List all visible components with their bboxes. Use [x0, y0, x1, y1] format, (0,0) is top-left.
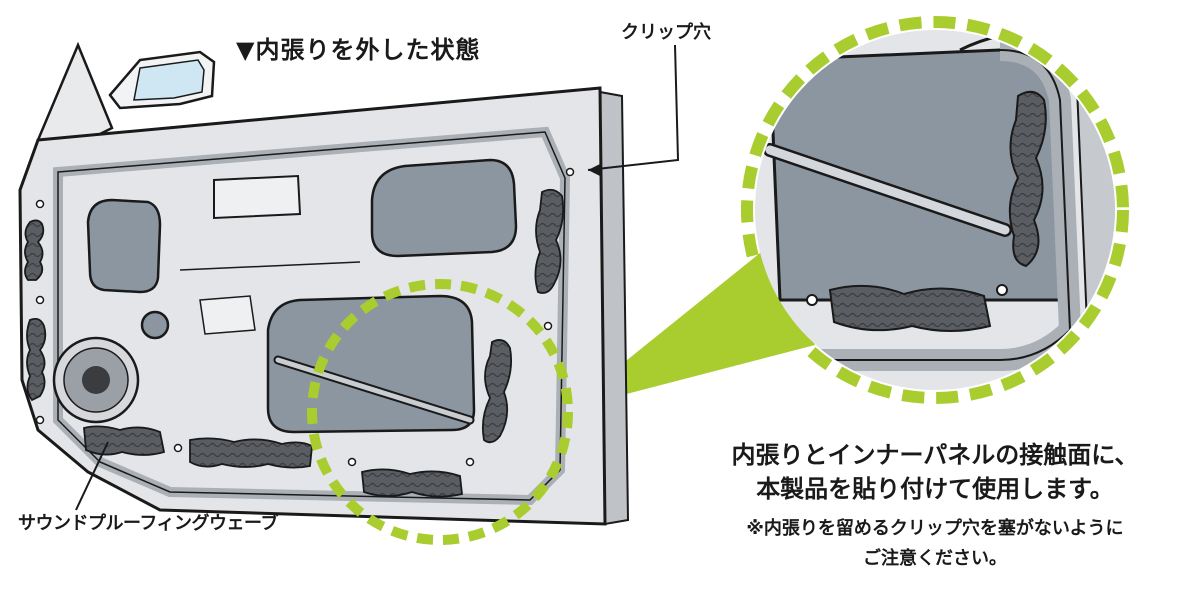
sound-wave-label: サウンドプルーフィングウェーブ — [18, 513, 278, 534]
clip-holes — [35, 167, 575, 467]
clip-hole-label: クリップ穴 — [621, 22, 711, 43]
sub-note-line-1: ※内張りを留めるクリップ穴を塞がないように — [746, 518, 1124, 539]
main-note-line-1: 内張りとインナーパネルの接触面に、 — [731, 441, 1139, 469]
side-mirror — [108, 50, 216, 110]
service-hole-left — [86, 198, 162, 294]
sub-note-line-2: ご注意ください。 — [863, 548, 1007, 569]
speaker — [52, 336, 140, 424]
sound-wave-leader — [75, 441, 109, 511]
service-hole-top-right — [370, 158, 518, 258]
diagram-title: ▼内張りを外した状態 — [236, 36, 481, 64]
zoom-indicator-large — [741, 16, 1129, 404]
main-note: 内張りとインナーパネルの接触面に、 本製品を貼り付けて使用します。 — [700, 438, 1170, 506]
small-hole — [140, 310, 170, 340]
clip-hole-leader — [587, 44, 680, 171]
zoom-indicator-small — [307, 279, 573, 545]
callout-wedge — [565, 245, 815, 410]
window-pillar — [36, 41, 114, 142]
sub-note: ※内張りを留めるクリップ穴を塞がないように ご注意ください。 — [680, 514, 1190, 574]
sound-pads — [24, 188, 565, 498]
main-note-line-2: 本製品を貼り付けて使用します。 — [756, 475, 1114, 503]
service-hole-center — [266, 294, 476, 434]
